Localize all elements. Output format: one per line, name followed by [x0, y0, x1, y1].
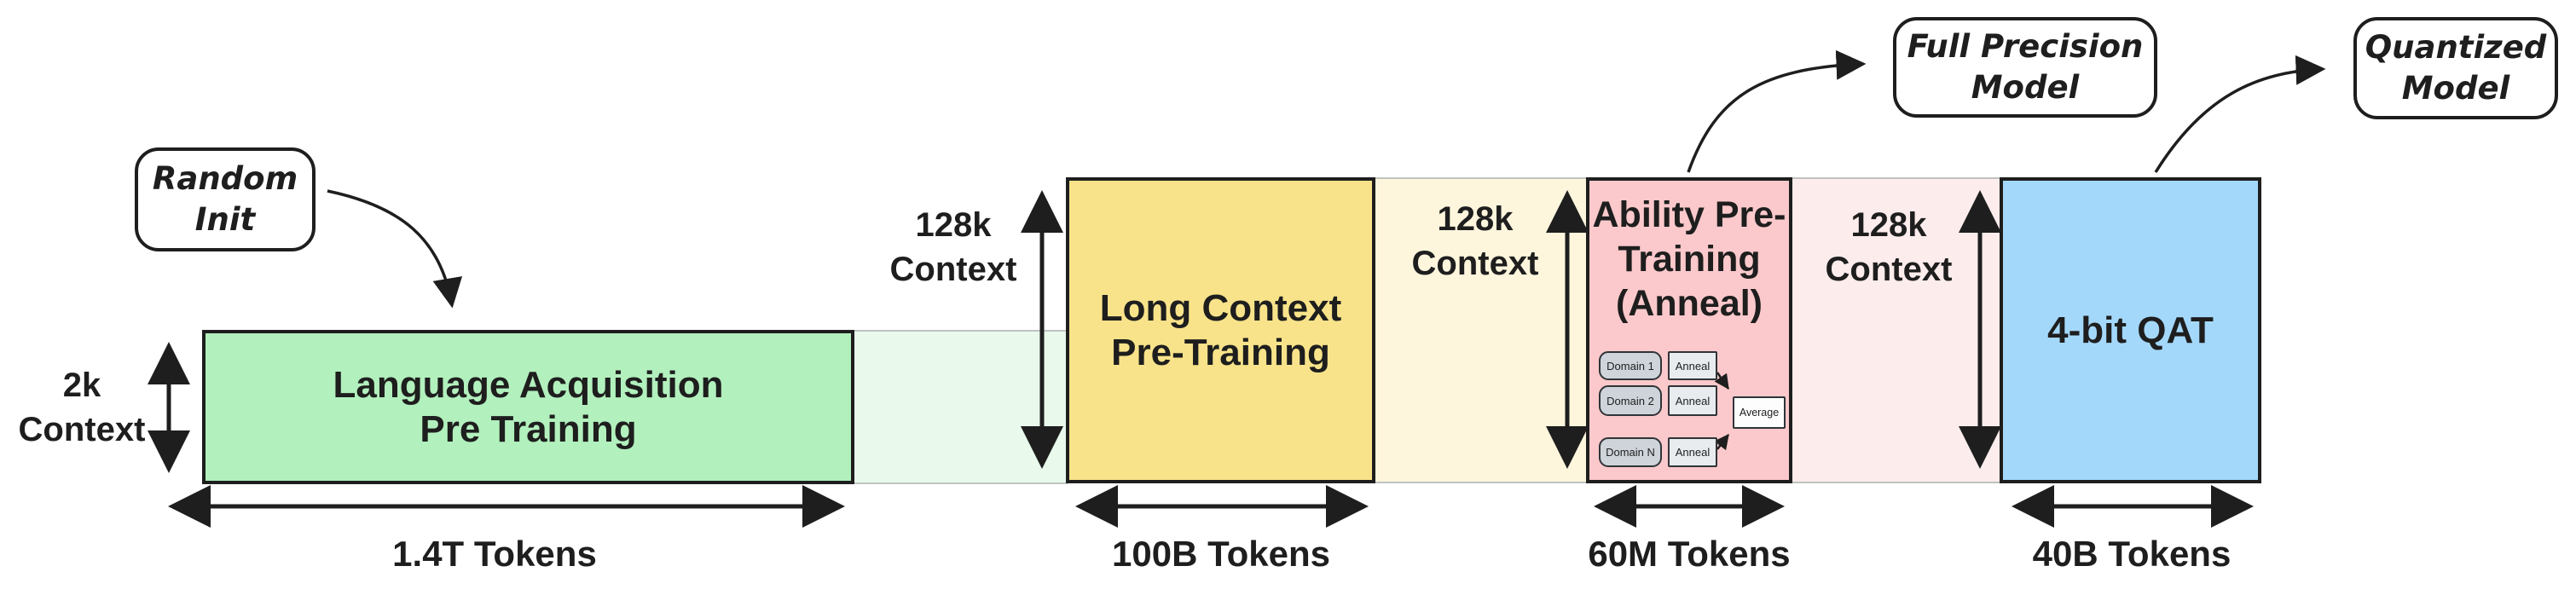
- stage-title-line2: Pre-Training: [1111, 331, 1330, 373]
- stage-box-language-acquisition: Language Acquisition Pre Training: [202, 330, 854, 484]
- trail-green: [853, 330, 1068, 484]
- chip-domain-n-label: Domain N: [1606, 446, 1655, 459]
- tokens-label-60m: 60M Tokens: [1588, 534, 1791, 574]
- chip-domain-1: Domain 1: [1599, 351, 1662, 380]
- context-label-128k-qat: 128k Context: [1812, 203, 1965, 292]
- callout-random-init-line2: Init: [194, 201, 256, 238]
- context-label-128k-long-context: 128k Context: [877, 203, 1030, 292]
- stage-box-ability-pre-training: Ability Pre- Training (Anneal): [1586, 177, 1792, 483]
- chip-domain-1-label: Domain 1: [1606, 359, 1654, 373]
- context-label-line2: Context: [889, 251, 1017, 288]
- stage-title-line3: (Anneal): [1616, 283, 1763, 324]
- curved-arrow-ability-to-full-precision: [1687, 49, 1867, 173]
- chip-anneal-1: Anneal: [1668, 351, 1717, 380]
- callout-full-precision-line1: Full Precision: [1907, 28, 2144, 65]
- context-label-line1: 128k: [915, 206, 992, 244]
- context-label-2k-line1: 2k: [62, 367, 101, 404]
- stage-box-4bit-qat: 4-bit QAT: [2000, 177, 2261, 483]
- chip-average: Average: [1733, 396, 1786, 429]
- context-label-128k-ability: 128k Context: [1398, 197, 1552, 286]
- context-label-2k-line2: Context: [18, 411, 146, 448]
- chip-domain-2-label: Domain 2: [1606, 394, 1654, 407]
- callout-quantized-model: Quantized Model: [2353, 17, 2558, 119]
- chip-average-label: Average: [1739, 407, 1780, 419]
- context-label-line1: 128k: [1850, 206, 1927, 244]
- context-label-2k: 2k Context: [4, 363, 159, 452]
- chip-anneal-n-label: Anneal: [1675, 446, 1711, 459]
- context-label-line1: 128k: [1437, 200, 1514, 238]
- stage-title-language-acquisition: Language Acquisition Pre Training: [333, 363, 724, 452]
- stage-title-line1: Long Context: [1099, 286, 1342, 329]
- callout-random-init: Random Init: [135, 147, 315, 251]
- callout-quantized-line2: Model: [2401, 70, 2510, 107]
- stage-box-long-context: Long Context Pre-Training: [1066, 177, 1375, 483]
- stage-title-line1: 4-bit QAT: [2047, 309, 2214, 351]
- stage-title-long-context: Long Context Pre-Training: [1100, 286, 1342, 375]
- chip-anneal-1-label: Anneal: [1675, 359, 1711, 373]
- context-label-line2: Context: [1411, 245, 1539, 282]
- tokens-label-40b: 40B Tokens: [2032, 534, 2232, 574]
- curved-arrow-qat-to-quantized: [2154, 55, 2326, 173]
- chip-anneal-n: Anneal: [1668, 437, 1717, 467]
- chip-domain-2: Domain 2: [1599, 385, 1662, 416]
- chip-anneal-2: Anneal: [1668, 385, 1717, 416]
- stage-title-line1: Ability Pre-: [1592, 194, 1786, 235]
- stage-title-line2: Training: [1618, 239, 1761, 280]
- tokens-label-100b: 100B Tokens: [1112, 534, 1330, 574]
- curved-arrow-random-init-to-green-box: [327, 189, 463, 309]
- callout-full-precision-line2: Model: [1971, 69, 2080, 106]
- chip-domain-n: Domain N: [1599, 437, 1662, 467]
- chip-anneal-2-label: Anneal: [1675, 394, 1711, 407]
- stage-title-ability: Ability Pre- Training (Anneal): [1593, 193, 1786, 326]
- context-label-line2: Context: [1825, 251, 1953, 288]
- stage-title-qat: 4-bit QAT: [2047, 309, 2214, 353]
- callout-full-precision-model: Full Precision Model: [1893, 17, 2157, 118]
- callout-random-init-line1: Random: [152, 160, 298, 197]
- callout-quantized-line1: Quantized: [2365, 29, 2547, 66]
- tokens-label-1-4t: 1.4T Tokens: [392, 534, 597, 574]
- stage-title-line2: Pre Training: [420, 407, 637, 450]
- stage-title-line1: Language Acquisition: [333, 363, 724, 406]
